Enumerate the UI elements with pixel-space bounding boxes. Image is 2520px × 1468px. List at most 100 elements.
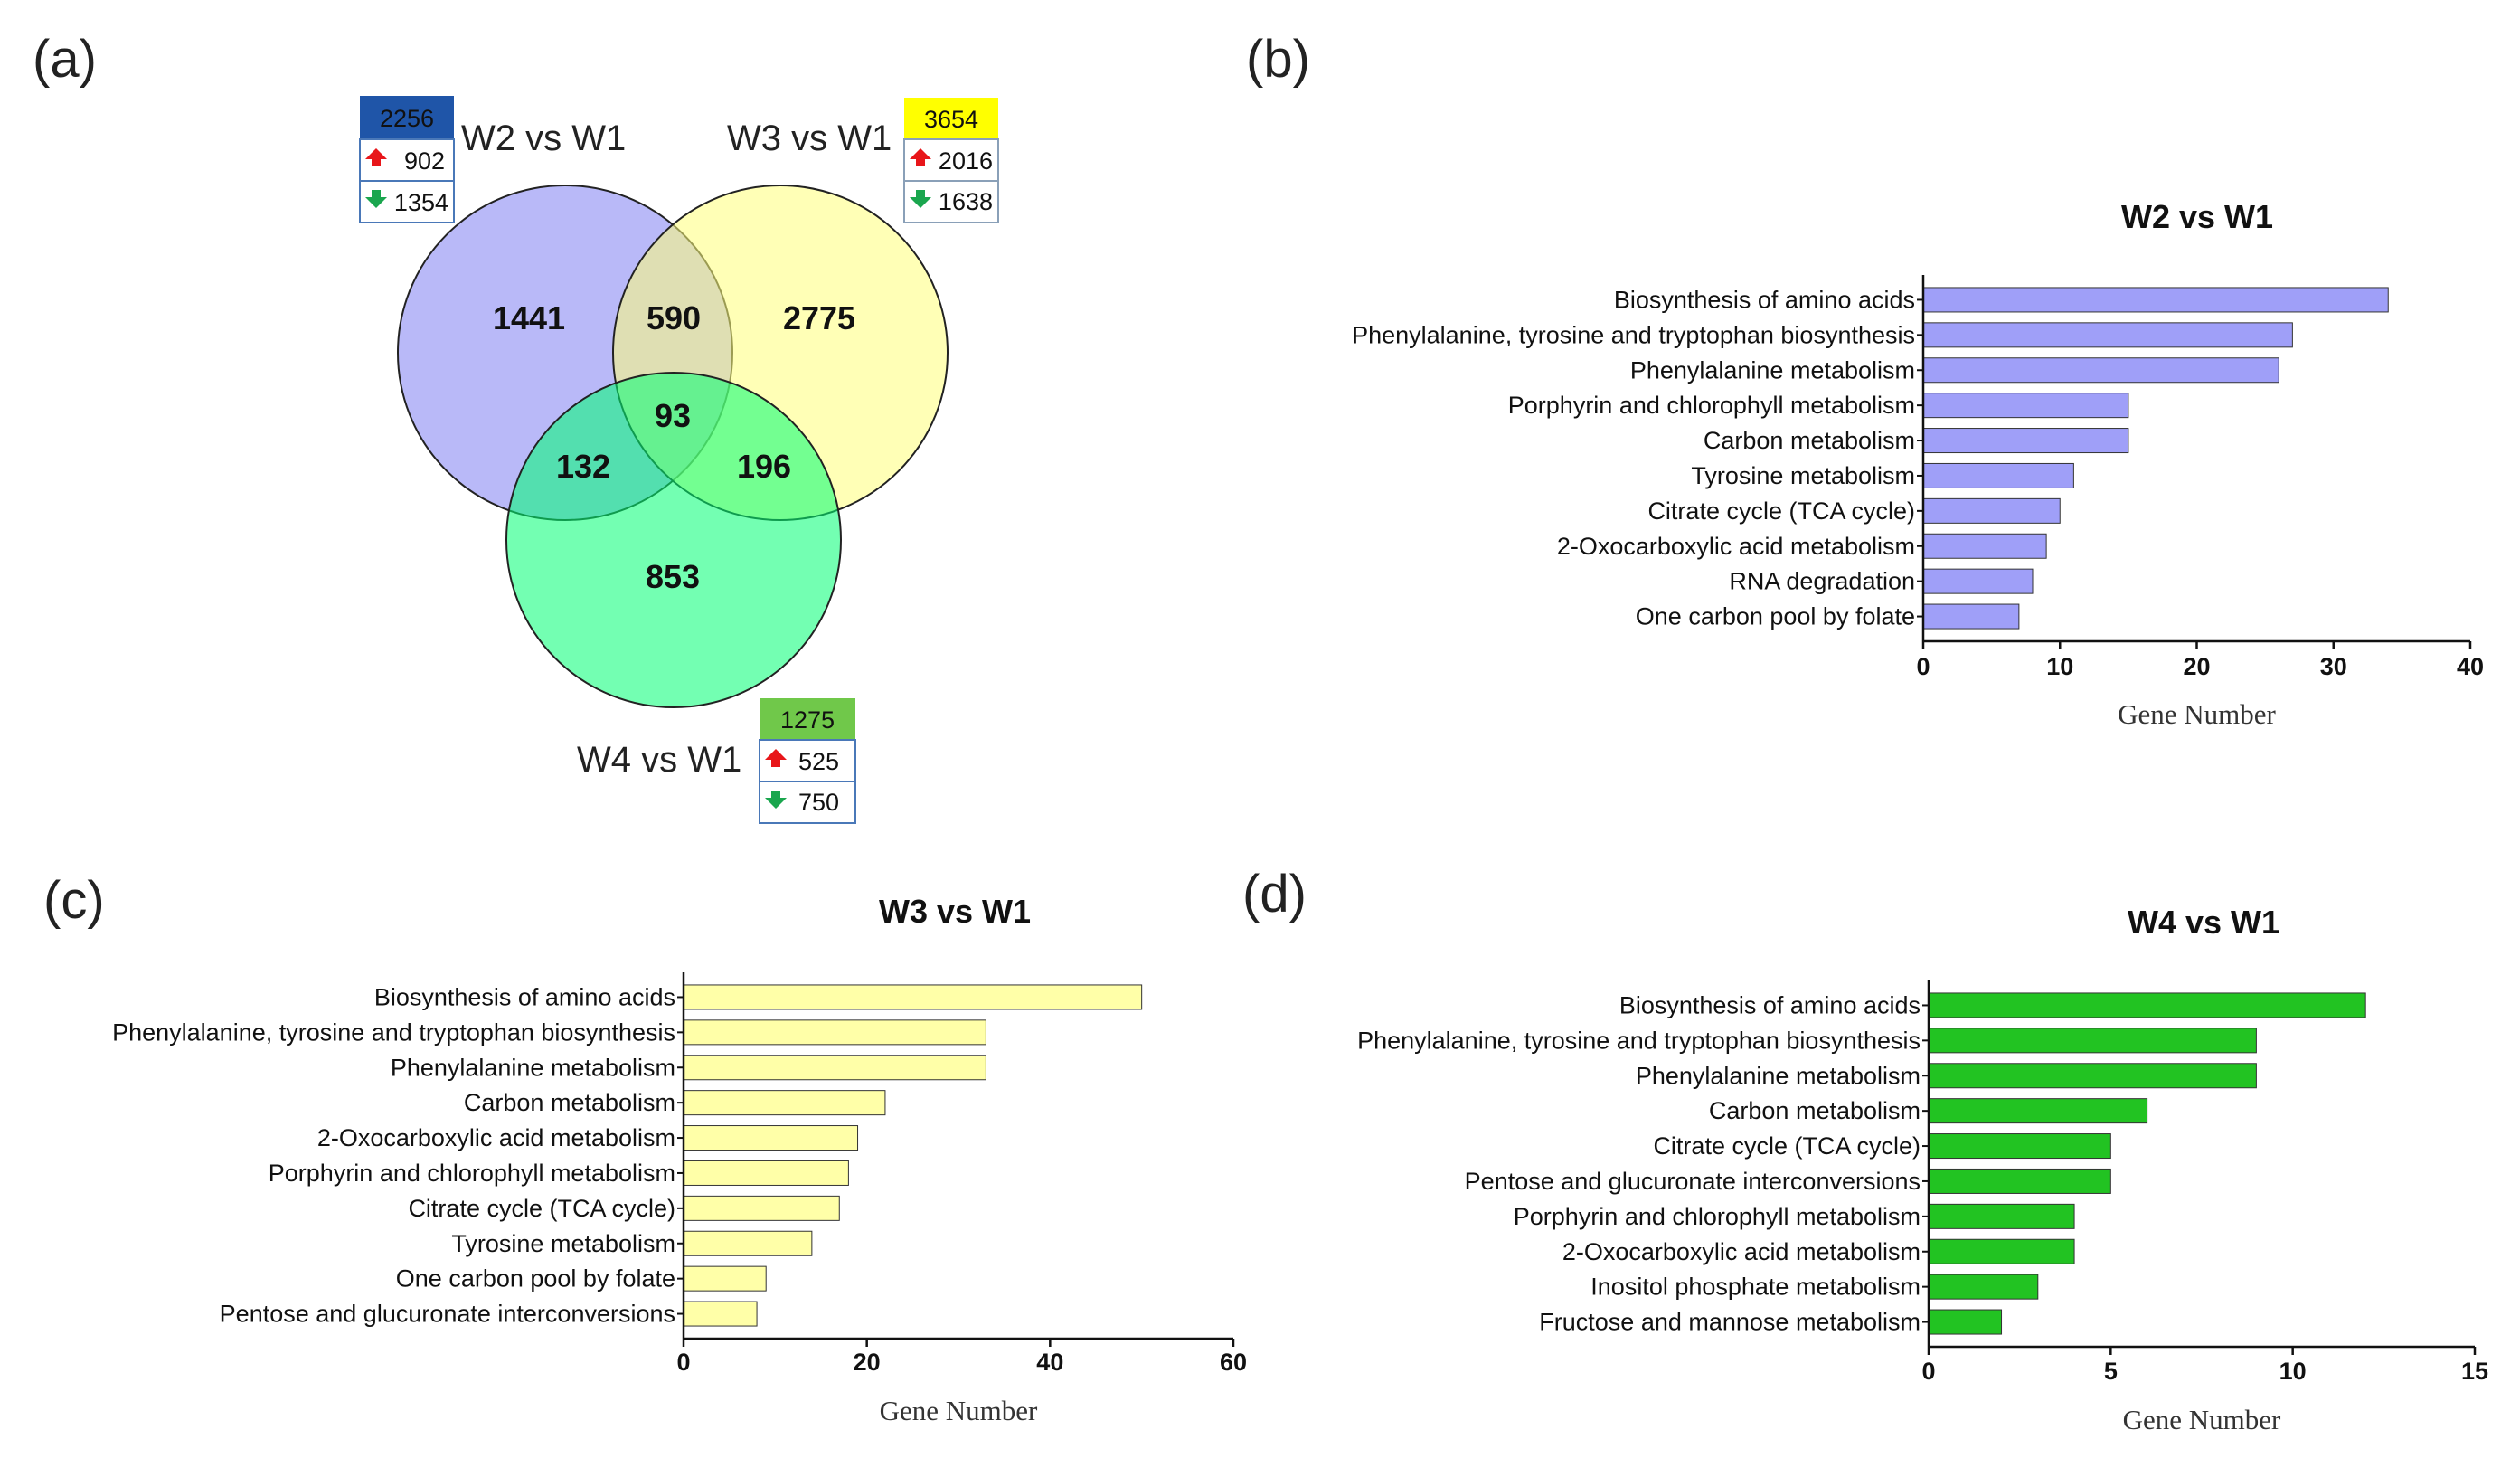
chart-title: W4 vs W1	[2128, 904, 2279, 941]
category-label: Phenylalanine metabolism	[391, 1054, 675, 1081]
venn-count-all: 93	[655, 397, 691, 434]
count-box-w3: 3654 2016 1638	[903, 98, 999, 223]
green-down-arrow-icon	[765, 791, 787, 809]
count-box-header	[760, 698, 855, 740]
count-box-total: 2256	[380, 105, 434, 132]
count-box-total: 3654	[924, 106, 978, 133]
category-label: Pentose and glucuronate interconversions	[1465, 1168, 1921, 1195]
x-axis-label: Gene Number	[2123, 1404, 2281, 1435]
count-box-down: 750	[798, 789, 839, 816]
bar	[683, 1019, 986, 1046]
count-box-up: 902	[404, 147, 445, 175]
bar	[1928, 1203, 2075, 1229]
panel-label-c: (c)	[43, 871, 105, 930]
chart-title: W3 vs W1	[879, 893, 1031, 930]
bar	[1922, 497, 2061, 524]
bar	[683, 1301, 758, 1327]
venn-label-w4: W4 vs W1	[577, 740, 741, 780]
venn-count-w2-w4: 132	[556, 448, 610, 485]
count-box-header	[904, 98, 998, 139]
bar	[1928, 1168, 2111, 1194]
category-label: Phenylalanine metabolism	[1636, 1062, 1921, 1089]
category-label: Phenylalanine, tyrosine and tryptophan b…	[1357, 1027, 1921, 1054]
category-label: Porphyrin and chlorophyll metabolism	[1514, 1203, 1921, 1230]
category-label: Citrate cycle (TCA cycle)	[1647, 497, 1915, 525]
category-label: Biosynthesis of amino acids	[1619, 991, 1921, 1018]
count-box-up: 2016	[939, 147, 993, 175]
count-box-w4: 1275 525 750	[759, 698, 856, 824]
bar	[1928, 1028, 2257, 1054]
venn-label-w3: W3 vs W1	[727, 118, 892, 158]
bar	[1928, 1274, 2039, 1300]
venn-label-w2: W2 vs W1	[461, 118, 626, 158]
bar	[1922, 322, 2293, 348]
category-label: RNA degradation	[1729, 568, 1915, 595]
bar	[1922, 428, 2129, 454]
category-label: Carbon metabolism	[1704, 427, 1915, 454]
category-label: Porphyrin and chlorophyll metabolism	[269, 1160, 675, 1187]
count-box-down: 1638	[939, 188, 993, 215]
x-tick-label: 10	[2279, 1358, 2307, 1385]
green-down-arrow-icon	[910, 190, 931, 208]
green-down-arrow-icon	[365, 190, 387, 208]
venn-count-w4-only: 853	[646, 558, 700, 595]
count-box-down: 1354	[394, 189, 448, 216]
venn-circle-w4	[505, 372, 842, 708]
category-label: Tyrosine metabolism	[1691, 462, 1915, 489]
bar	[683, 1265, 767, 1292]
x-tick-label: 40	[1036, 1349, 1063, 1376]
count-box-total: 1275	[780, 706, 835, 734]
venn-count-w3-w4: 196	[737, 448, 791, 485]
bar	[1922, 568, 2034, 594]
category-label: Phenylalanine, tyrosine and tryptophan b…	[1352, 321, 1915, 348]
venn-count-w2-w3: 590	[647, 299, 701, 336]
category-label: Pentose and glucuronate interconversions	[220, 1301, 675, 1328]
chart-title: W2 vs W1	[2121, 198, 2273, 235]
category-label: Carbon metabolism	[1709, 1097, 1921, 1124]
bar	[683, 1195, 840, 1221]
x-tick-label: 60	[1220, 1349, 1247, 1376]
bar	[1922, 462, 2074, 488]
bar	[1928, 1063, 2257, 1089]
panel-label-b: (b)	[1246, 30, 1310, 89]
bar	[1922, 357, 2279, 384]
category-label: Biosynthesis of amino acids	[1614, 286, 1915, 313]
category-label: 2-Oxocarboxylic acid metabolism	[1557, 533, 1915, 560]
red-up-arrow-icon	[765, 749, 787, 767]
x-tick-label: 30	[2320, 653, 2347, 680]
bar-chart-w3-vs-w1: W3 vs W1 Biosynthesis of amino acidsPheny…	[112, 893, 1247, 1426]
bar	[1922, 393, 2129, 419]
category-label: Fructose and mannose metabolism	[1539, 1309, 1921, 1336]
category-label: Tyrosine metabolism	[451, 1230, 675, 1257]
bar	[1928, 1238, 2075, 1264]
bar	[1928, 1098, 2148, 1124]
count-box-up: 525	[798, 748, 839, 775]
category-label: 2-Oxocarboxylic acid metabolism	[1562, 1238, 1921, 1265]
bar	[1922, 533, 2047, 559]
venn-count-w3-only: 2775	[783, 299, 855, 336]
category-label: Citrate cycle (TCA cycle)	[1653, 1132, 1921, 1160]
category-label: Biosynthesis of amino acids	[374, 983, 675, 1010]
bar	[683, 1090, 886, 1116]
category-label: Porphyrin and chlorophyll metabolism	[1508, 392, 1915, 419]
x-tick-label: 0	[676, 1349, 690, 1376]
x-tick-label: 15	[2461, 1358, 2488, 1385]
category-label: Citrate cycle (TCA cycle)	[408, 1195, 675, 1222]
x-tick-label: 40	[2457, 653, 2484, 680]
category-label: Carbon metabolism	[464, 1089, 675, 1116]
category-label: Inositol phosphate metabolism	[1590, 1274, 1921, 1301]
x-tick-label: 20	[2183, 653, 2210, 680]
bar	[683, 1055, 986, 1081]
red-up-arrow-icon	[365, 148, 387, 166]
count-box-header	[360, 96, 454, 139]
category-label: One carbon pool by folate	[396, 1265, 675, 1293]
x-tick-label: 20	[854, 1349, 881, 1376]
category-label: Phenylalanine, tyrosine and tryptophan b…	[112, 1018, 675, 1046]
x-axis-label: Gene Number	[880, 1395, 1038, 1426]
x-tick-label: 0	[1916, 653, 1930, 680]
bar	[1928, 992, 2366, 1018]
bar	[1928, 1133, 2111, 1160]
category-label: One carbon pool by folate	[1636, 603, 1915, 630]
venn-diagram: W2 vs W1 W3 vs W1 W4 vs W1 1441 590 2775…	[359, 96, 999, 824]
